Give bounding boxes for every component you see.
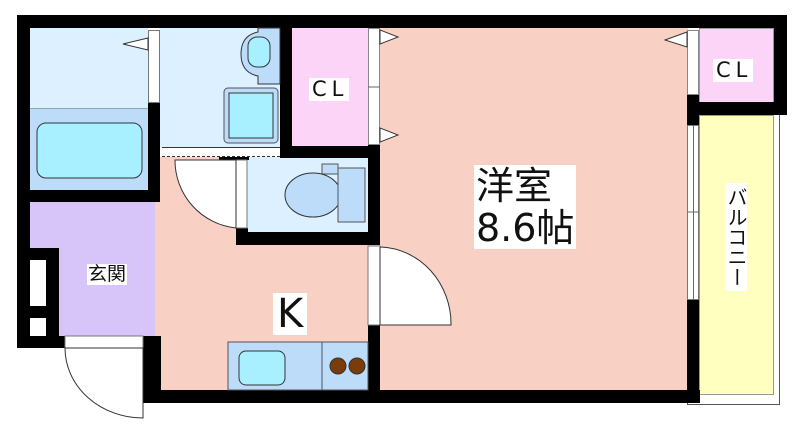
door-marker-icon xyxy=(122,37,149,51)
entrance-door-swing xyxy=(64,347,144,419)
wall-right-upper xyxy=(774,15,787,115)
wall-closet1-right xyxy=(368,145,380,245)
shoe-cabinet-lower xyxy=(30,318,46,336)
toilet-door xyxy=(235,159,248,229)
wall-washroom-right xyxy=(280,15,292,158)
wall-entry-bottom-right xyxy=(143,336,161,403)
washroom-sliding-door[interactable] xyxy=(162,147,280,157)
wall-toilet-bottom xyxy=(236,232,380,245)
stove-burner-icon xyxy=(348,357,366,375)
wall-bottom xyxy=(148,390,700,403)
washroom-door-swing xyxy=(174,159,237,229)
door-marker-icon xyxy=(379,127,400,143)
closet-2-label: CL xyxy=(713,59,754,82)
closet-1-label: CL xyxy=(309,78,350,101)
door-marker-icon xyxy=(379,29,400,45)
western-room-label: 洋室 8.6帖 xyxy=(474,164,577,250)
bathtub-icon xyxy=(36,122,143,179)
entrance-label: 玄関 xyxy=(87,263,128,285)
washbasin-icon xyxy=(247,36,271,68)
western-room-door-swing xyxy=(379,246,452,326)
entrance-door-frame xyxy=(64,335,144,349)
wall-bath-bottom xyxy=(30,190,160,202)
wall-top xyxy=(17,15,787,28)
balcony-label: バルコニー xyxy=(724,183,748,291)
wall-bath-right xyxy=(148,103,160,202)
western-room-door xyxy=(367,245,381,326)
wall-kitchen-right-lower xyxy=(368,325,380,403)
bathroom-sliding-door[interactable] xyxy=(148,30,160,103)
closet-2-door[interactable] xyxy=(687,30,699,95)
kitchen-label: K xyxy=(273,293,308,335)
wall-closet1-bottom xyxy=(280,146,380,158)
toilet-bowl-icon xyxy=(284,172,342,218)
kitchen-sink-icon xyxy=(238,350,286,386)
stove-burner-icon xyxy=(329,357,347,375)
wall-left xyxy=(17,15,30,348)
wall-toilet-left xyxy=(236,228,248,245)
western-room-name: 洋室 xyxy=(476,164,553,208)
wall-main-right-lower xyxy=(687,300,699,403)
wall-washroom-bottom xyxy=(219,155,249,160)
door-marker-icon xyxy=(663,31,688,48)
wall-closet2-bottom xyxy=(687,102,787,115)
western-room-size: 8.6帖 xyxy=(476,206,575,250)
shoe-cabinet-upper xyxy=(30,260,46,306)
